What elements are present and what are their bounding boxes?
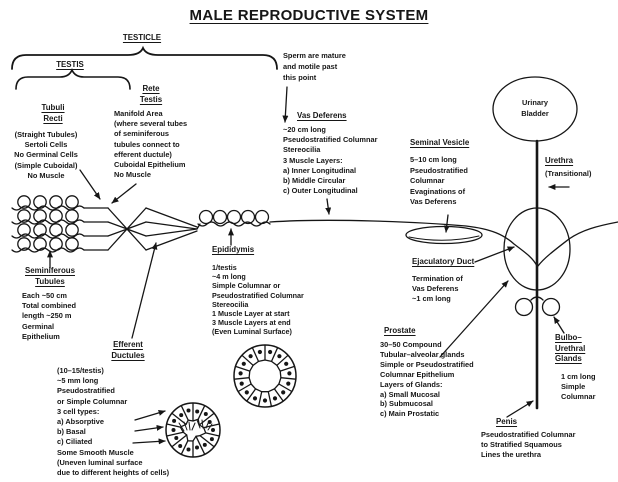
penis-label: Penis xyxy=(496,417,518,426)
bulbourethral-glands-details: 1 cm long Simple Columnar xyxy=(561,372,596,401)
tubuli-recti-label: Tubuli Recti xyxy=(41,103,65,123)
vas-deferens-line xyxy=(269,219,538,267)
epididymis-cross-section xyxy=(233,344,297,408)
epididymis-label: Epididymis xyxy=(212,245,255,254)
testicle-brace xyxy=(11,45,278,70)
arrow-bulbourethral xyxy=(553,316,565,334)
efferent-cross-section xyxy=(165,402,221,458)
seminiferous-tubules-drawing xyxy=(11,195,109,253)
testicle-label: TESTICLE xyxy=(122,33,162,42)
tubuli-recti-details: (Straight Tubules) Sertoli Cells No Germ… xyxy=(14,130,78,180)
arrows xyxy=(47,86,570,445)
urinary-bladder-label: Urinary Bladder xyxy=(521,98,549,118)
epididymis-coils xyxy=(196,209,271,230)
seminal-vesicle-details: 5–10 cm long Pseudostratified Columnar E… xyxy=(410,155,468,207)
seminiferous-tubules-details: Each ~50 cm Total combined length ~250 m… xyxy=(22,291,77,341)
arrow-ejaculatory xyxy=(474,246,515,263)
bulbourethral-circles xyxy=(514,296,561,317)
arrow-prostate xyxy=(439,280,509,358)
urethra-label: Urethra xyxy=(545,156,574,165)
arrow-sertoli-to-tubules xyxy=(79,169,101,200)
rete-testis-details: Manifold Area (where several tubes of se… xyxy=(114,109,188,180)
bulbourethral-glands-label: Bulbo– Urethral Glands xyxy=(555,333,586,363)
testis-label: TESTIS xyxy=(56,60,84,69)
arrow-seminal-vesicle xyxy=(443,214,450,233)
arrow-penis xyxy=(506,400,534,418)
arrow-manifold-to-rete xyxy=(111,183,137,204)
ejaculatory-duct-label: Ejaculatory Duct xyxy=(412,257,475,266)
efferent-ductules-details: (10–15/testis) ~5 mm long Pseudostratifi… xyxy=(57,366,170,478)
vas-deferens-label: Vas Deferens xyxy=(297,111,347,120)
penis-details: Pseudostratified Columnar to Stratified … xyxy=(481,430,576,460)
sperm-maturity-note: Sperm are mature and motile past this po… xyxy=(283,51,346,82)
arrow-cell-basal xyxy=(134,424,164,432)
rete-testis-label: Rete Testis xyxy=(139,84,163,104)
arrow-cell-ciliated xyxy=(132,438,166,445)
vas-deferens-details: ~20 cm long Pseudostratified Columnar St… xyxy=(283,125,378,196)
rete-testis-lattice xyxy=(107,207,198,251)
ejaculatory-duct-details: Termination of Vas Deferens ~1 cm long xyxy=(412,274,463,304)
epididymis-details: 1/testis ~4 m long Simple Columnar or Ps… xyxy=(212,263,304,337)
arrow-sperm-note xyxy=(282,86,289,123)
efferent-ductules-label: Efferent Ductules xyxy=(111,340,145,360)
contralateral-vas-line xyxy=(537,221,618,267)
arrow-cell-absorptive xyxy=(134,409,166,421)
prostate-details: 30–50 Compound Tubular–alveolar glands S… xyxy=(380,340,474,419)
testis-brace xyxy=(15,67,131,90)
page-title: MALE REPRODUCTIVE SYSTEM xyxy=(189,7,429,24)
seminal-vesicle-ellipse xyxy=(405,225,483,245)
urinary-bladder-circle xyxy=(492,76,578,142)
urethra-sublabel: (Transitional) xyxy=(545,169,592,178)
arrow-vas-pointer xyxy=(325,198,332,215)
prostate-label: Prostate xyxy=(384,326,416,335)
arrow-efferent-to-triangle xyxy=(131,242,158,339)
seminiferous-tubules-label: Seminiferous Tubules xyxy=(25,266,75,286)
prostate-circle xyxy=(503,207,571,291)
seminal-vesicle-label: Seminal Vesicle xyxy=(410,138,470,147)
